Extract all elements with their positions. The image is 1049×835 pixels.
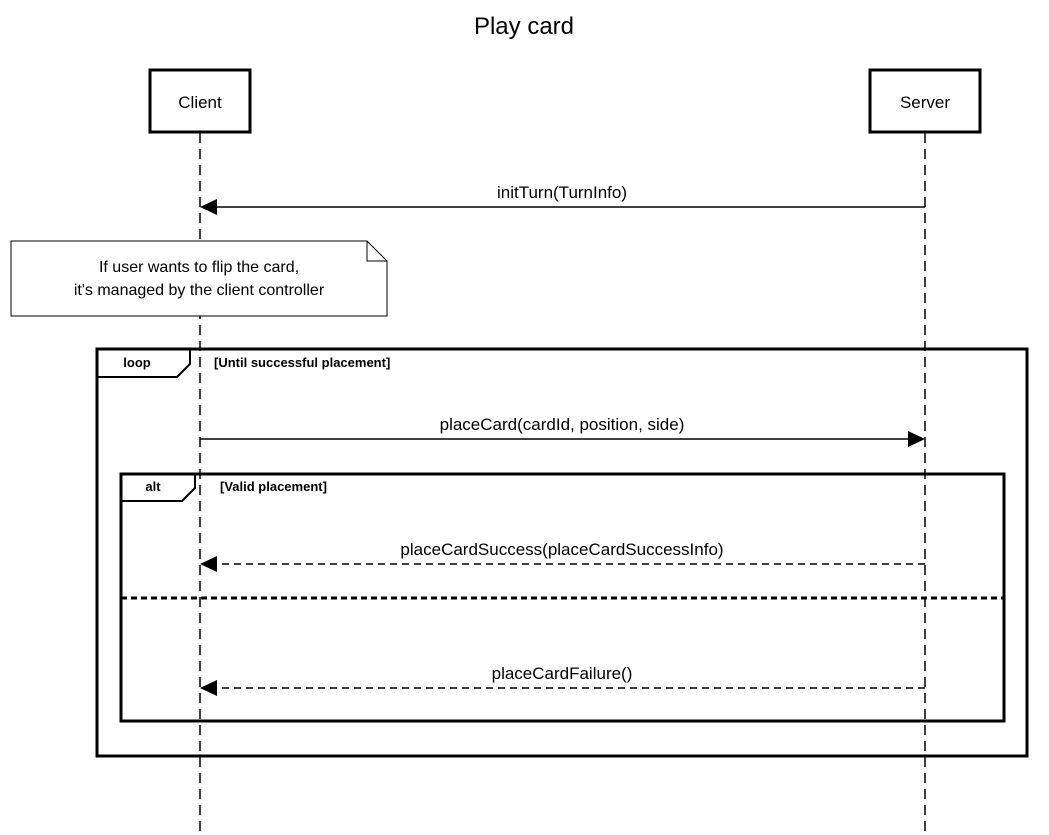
- message-place-card-success-label: placeCardSuccess(placeCardSuccessInfo): [400, 540, 723, 559]
- loop-keyword: loop: [123, 355, 150, 370]
- diagram-title: Play card: [474, 13, 574, 40]
- alt-frame-tab: [121, 474, 196, 502]
- note-fold-icon: [366, 241, 387, 262]
- arrowhead-left-icon: [200, 680, 217, 696]
- server-lifeline-header[interactable]: Server: [868, 68, 982, 134]
- message-place-card[interactable]: placeCard(cardId, position, side): [200, 415, 925, 447]
- message-place-card-failure-label: placeCardFailure(): [492, 664, 633, 683]
- arrowhead-left-icon: [200, 199, 217, 215]
- alt-frame[interactable]: alt [Valid placement]: [119, 472, 1006, 723]
- loop-frame-tab: [97, 349, 191, 378]
- loop-guard: [Until successful placement]: [214, 355, 390, 370]
- alt-guard: [Valid placement]: [220, 479, 327, 494]
- note-line-1: If user wants to flip the card,: [99, 259, 299, 276]
- arrowhead-right-icon: [908, 431, 925, 447]
- message-init-turn-label: initTurn(TurnInfo): [497, 183, 627, 202]
- message-place-card-failure[interactable]: placeCardFailure(): [200, 664, 925, 696]
- note-line-2: it's managed by the client controller: [74, 282, 325, 299]
- message-place-card-success[interactable]: placeCardSuccess(placeCardSuccessInfo): [200, 540, 925, 572]
- loop-frame[interactable]: loop [Until successful placement]: [95, 347, 1029, 758]
- arrowhead-left-icon: [200, 556, 217, 572]
- client-label: Client: [178, 93, 222, 112]
- server-label: Server: [900, 93, 950, 112]
- message-place-card-label: placeCard(cardId, position, side): [440, 415, 685, 434]
- note[interactable]: If user wants to flip the card, it's man…: [10, 240, 388, 317]
- client-lifeline-header[interactable]: Client: [148, 68, 252, 134]
- alt-keyword: alt: [145, 479, 161, 494]
- message-init-turn[interactable]: initTurn(TurnInfo): [200, 183, 925, 215]
